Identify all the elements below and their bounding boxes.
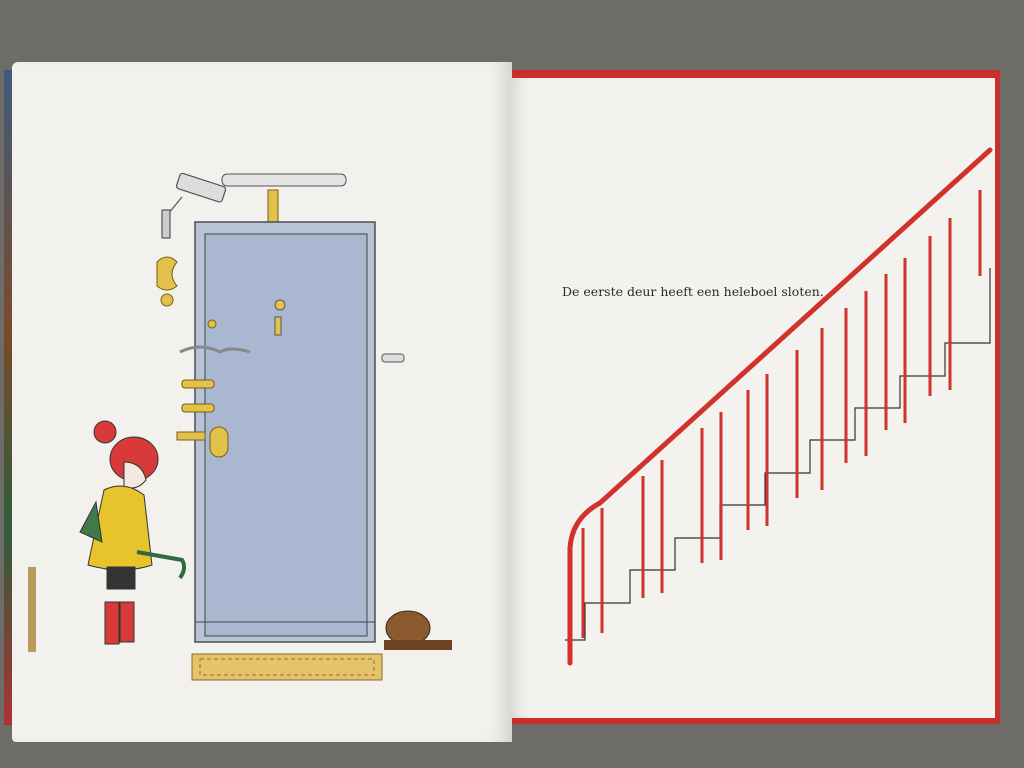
stairs <box>565 268 991 641</box>
staircase-illustration <box>565 147 993 666</box>
doormat <box>191 653 383 681</box>
hedgehog-boot-brush <box>384 610 452 650</box>
door-locks <box>156 256 229 458</box>
security-camera-icon <box>161 172 227 239</box>
railing-handrail <box>567 147 993 666</box>
door-top-bolt <box>221 173 347 187</box>
left-page <box>12 62 512 742</box>
door-chain <box>179 345 251 354</box>
wall-post <box>28 567 36 652</box>
door-illustration <box>28 172 452 681</box>
light-switch <box>381 353 405 363</box>
right-page: De eerste deur heeft een heleboel sloten… <box>510 78 995 718</box>
page-caption: De eerste deur heeft een heleboel sloten… <box>562 284 824 299</box>
door-number <box>274 316 282 336</box>
girl-character <box>79 420 187 645</box>
top-latch <box>267 189 279 225</box>
railing-balusters <box>581 190 982 638</box>
door <box>204 233 368 637</box>
peephole <box>274 299 286 311</box>
